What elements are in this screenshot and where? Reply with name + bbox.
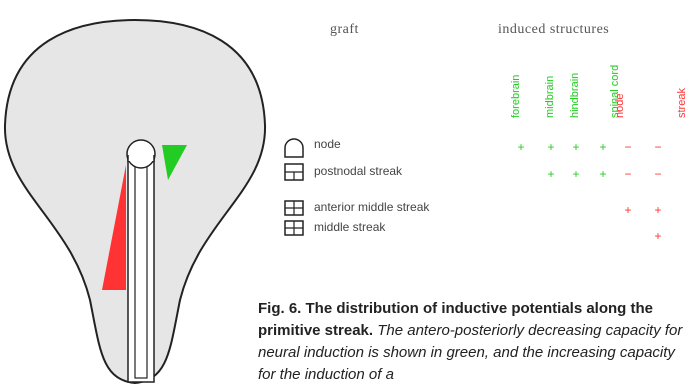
node-graft-icon	[283, 137, 305, 159]
double-square-graft-icon	[283, 199, 305, 217]
mark-node-midbrain: +	[545, 141, 557, 153]
mark-anterior-middle-streak: +	[652, 204, 664, 216]
row-label-middle-streak: middle streak	[314, 220, 385, 234]
mark-postnodal-spinal-cord: +	[597, 168, 609, 180]
single-square-graft-icon	[283, 162, 305, 182]
column-hindbrain: hindbrain	[569, 73, 581, 118]
column-midbrain: midbrain	[544, 76, 556, 118]
double-square-graft-icon	[283, 219, 305, 237]
figure-caption: Fig. 6. The distribution of inductive po…	[258, 298, 688, 387]
hensens-node	[127, 140, 155, 168]
mark-postnodal-node: −	[622, 168, 634, 180]
row-label-anterior-middle-streak: anterior middle streak	[314, 200, 429, 214]
row-label-node: node	[314, 137, 341, 151]
mark-postnodal-streak: −	[652, 168, 664, 180]
mark-node-streak: −	[652, 141, 664, 153]
mark-node-node: −	[622, 141, 634, 153]
mark-anterior-middle-node: +	[622, 204, 634, 216]
mark-postnodal-midbrain: +	[545, 168, 557, 180]
mark-node-forebrain: +	[515, 141, 527, 153]
primitive-streak-inner	[135, 158, 147, 378]
mark-node-hindbrain: +	[570, 141, 582, 153]
graft-header: graft	[330, 22, 359, 38]
row-label-postnodal-streak: postnodal streak	[314, 164, 402, 178]
mark-postnodal-hindbrain: +	[570, 168, 582, 180]
column-forebrain: forebrain	[510, 75, 522, 118]
column-node: node	[614, 94, 626, 118]
column-streak: streak	[676, 88, 688, 118]
mark-node-spinal-cord: +	[597, 141, 609, 153]
embryo-diagram	[0, 0, 270, 387]
mark-middle-streak-streak: +	[652, 230, 664, 242]
induced-structures-header: induced structures	[498, 22, 609, 38]
